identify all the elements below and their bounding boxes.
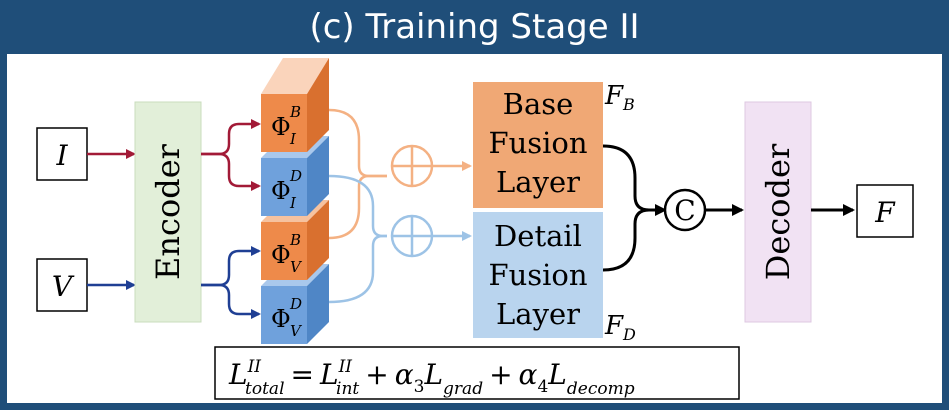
feature-detail-vis-symbol: Φ: [271, 305, 291, 333]
loss-grad-symbol: L: [423, 358, 443, 391]
base-fusion-line1: Base: [503, 87, 574, 121]
base-fusion-line2: Fusion: [488, 126, 587, 160]
arrow-encoder-to-base-ir: [201, 119, 261, 156]
diagram-title: (c) Training Stage II: [309, 7, 640, 47]
arrow-encoder-to-detail-ir: [201, 152, 261, 191]
feature-base-ir-sup: B: [289, 103, 301, 121]
input-infrared-box: [36, 127, 88, 181]
loss-alpha4: α: [519, 358, 538, 391]
base-fusion-layer: [473, 82, 603, 208]
detail-fusion-tag: FD: [604, 311, 636, 344]
feature-detail-vis: Φ D V: [261, 264, 329, 344]
link-detail-vis-to-detail-adder: [328, 234, 387, 304]
feature-base-ir-sub: I: [289, 130, 297, 148]
feature-detail-ir-sup: D: [289, 167, 302, 185]
loss-total-sup: II: [247, 357, 262, 377]
diagram-svg: I V Encoder Φ D V: [36, 58, 914, 400]
detail-fusion-line2: Fusion: [488, 258, 587, 292]
link-base-fusion-to-concat: [602, 144, 650, 212]
link-base-vis-to-base-adder: [328, 174, 387, 240]
link-detail-fusion-to-concat: [602, 208, 650, 272]
diagram-canvas: I V Encoder Φ D V: [7, 54, 942, 403]
arrow-encoder-to-detail-vis: [201, 283, 261, 319]
encoder-block: [134, 101, 202, 323]
input-visible-label: V: [52, 270, 75, 303]
decoder-block: [744, 101, 812, 323]
loss-equals: =: [291, 358, 314, 391]
loss-total-symbol: L: [228, 358, 248, 391]
detail-fusion-tag-main: F: [604, 311, 624, 341]
concat-symbol: C: [674, 194, 695, 227]
feature-base-vis-symbol: Φ: [271, 241, 291, 269]
feature-base-vis-sup: B: [289, 231, 301, 249]
loss-total-sub: total: [245, 379, 284, 399]
output-box: [856, 184, 914, 238]
detail-fusion-tag-sub: D: [622, 325, 636, 344]
loss-decomp-sub: decomp: [567, 379, 635, 399]
input-infrared-label: I: [55, 139, 68, 172]
loss-equation-box: [214, 346, 740, 400]
feature-base-ir-symbol: Φ: [271, 113, 291, 141]
loss-alpha3: α: [395, 358, 414, 391]
detail-fusion-line1: Detail: [494, 219, 582, 253]
base-fusion-tag: FB: [604, 81, 635, 114]
loss-int-symbol: L: [319, 358, 339, 391]
loss-alpha3-sub: 3: [414, 377, 425, 397]
input-visible-box: [36, 258, 88, 312]
loss-int-sup: II: [338, 357, 353, 377]
detail-fusion-line3: Layer: [496, 297, 580, 331]
loss-decomp-symbol: L: [547, 358, 567, 391]
feature-detail-ir-sub: I: [289, 194, 297, 212]
output-label: F: [874, 196, 896, 229]
base-fusion-tag-main: F: [604, 81, 624, 111]
arrow-encoder-to-base-vis: [201, 246, 261, 287]
loss-alpha4-sub: 4: [537, 377, 548, 397]
loss-grad-sub: grad: [443, 379, 483, 399]
feature-base-vis-sub: V: [290, 258, 303, 276]
feature-detail-vis-sup: D: [289, 295, 302, 313]
detail-adder-icon: [390, 214, 434, 258]
loss-int-sub: int: [336, 379, 359, 399]
feature-detail-vis-sub: V: [290, 322, 303, 340]
feature-detail-ir-symbol: Φ: [271, 177, 291, 205]
feature-base-ir: Φ B I: [261, 58, 329, 152]
base-fusion-tag-sub: B: [622, 95, 635, 114]
link-base-ir-to-base-adder: [328, 108, 387, 178]
loss-plus-1: +: [365, 358, 388, 391]
base-fusion-line3: Layer: [496, 165, 580, 199]
loss-plus-2: +: [489, 358, 512, 391]
encoder-label: Encoder: [149, 143, 187, 280]
decoder-label: Decoder: [759, 143, 797, 280]
detail-fusion-layer: [473, 212, 603, 338]
base-adder-icon: [390, 144, 434, 188]
